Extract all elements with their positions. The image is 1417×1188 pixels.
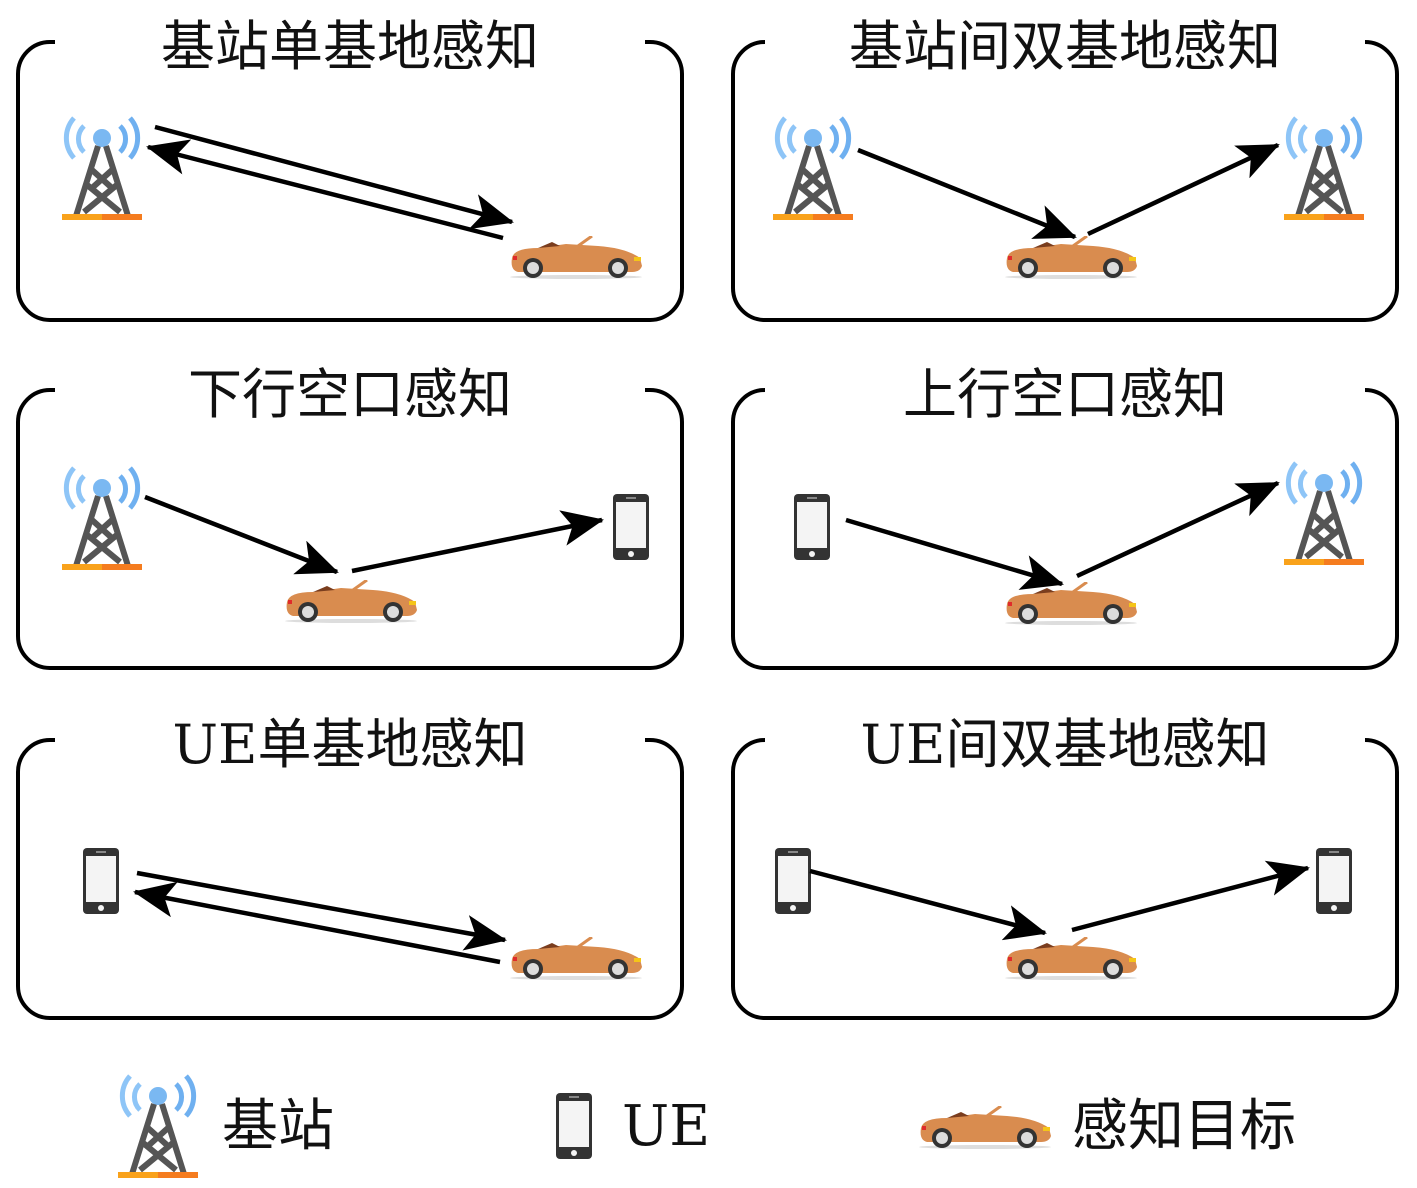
legend: 基站 UE 感知目标 [118,1076,1296,1178]
tx-arrow [136,870,507,951]
base-station-icon [62,118,142,220]
car-target-icon [1003,937,1139,981]
base-station-icon [118,1076,198,1178]
echo-arrow [1087,142,1280,237]
tx-arrow [154,124,514,230]
ue-phone-icon [1316,848,1352,914]
panel-title: UE单基地感知 [173,713,528,776]
ue-phone-icon [775,848,811,914]
ue-phone-icon [83,848,119,914]
panel-ue-bistatic: UE间双基地感知 [731,713,1399,1020]
tx-arrow [857,147,1077,240]
echo-arrow [146,139,504,241]
car-target-icon [1003,236,1139,280]
car-target-icon [917,1106,1053,1150]
panel-bs-bistatic: 基站间双基地感知 [731,15,1399,322]
ue-phone-icon [794,494,830,560]
panel-uplink: 上行空口感知 [731,363,1399,670]
car-target-icon [1003,582,1139,626]
legend-target: 感知目标 [1072,1094,1296,1159]
panel-bs-monostatic: 基站单基地感知 [16,15,684,322]
legend-ue: UE [622,1094,710,1159]
base-station-icon [62,468,142,570]
tx-arrow [144,494,339,575]
base-station-icon [773,118,853,220]
panel-title: UE间双基地感知 [861,713,1270,776]
car-target-icon [508,236,644,280]
panel-ue-monostatic: UE单基地感知 [16,713,684,1020]
panel-downlink: 下行空口感知 [16,363,684,670]
ue-phone-icon [613,494,649,560]
tx-arrow [845,517,1064,590]
panel-title: 基站单基地感知 [161,15,539,78]
panel-title: 基站间双基地感知 [849,15,1281,78]
legend-base-station: 基站 [222,1094,334,1159]
panel-title: 上行空口感知 [903,363,1227,426]
base-station-icon [1284,463,1364,565]
car-target-icon [283,580,419,624]
echo-arrow [351,510,604,574]
tx-arrow [809,868,1047,941]
car-target-icon [508,937,644,981]
echo-arrow [1071,860,1310,933]
ue-phone-icon [556,1093,592,1159]
echo-arrow [1076,480,1280,579]
panel-title: 下行空口感知 [188,363,512,426]
base-station-icon [1284,118,1364,220]
echo-arrow [133,881,501,965]
